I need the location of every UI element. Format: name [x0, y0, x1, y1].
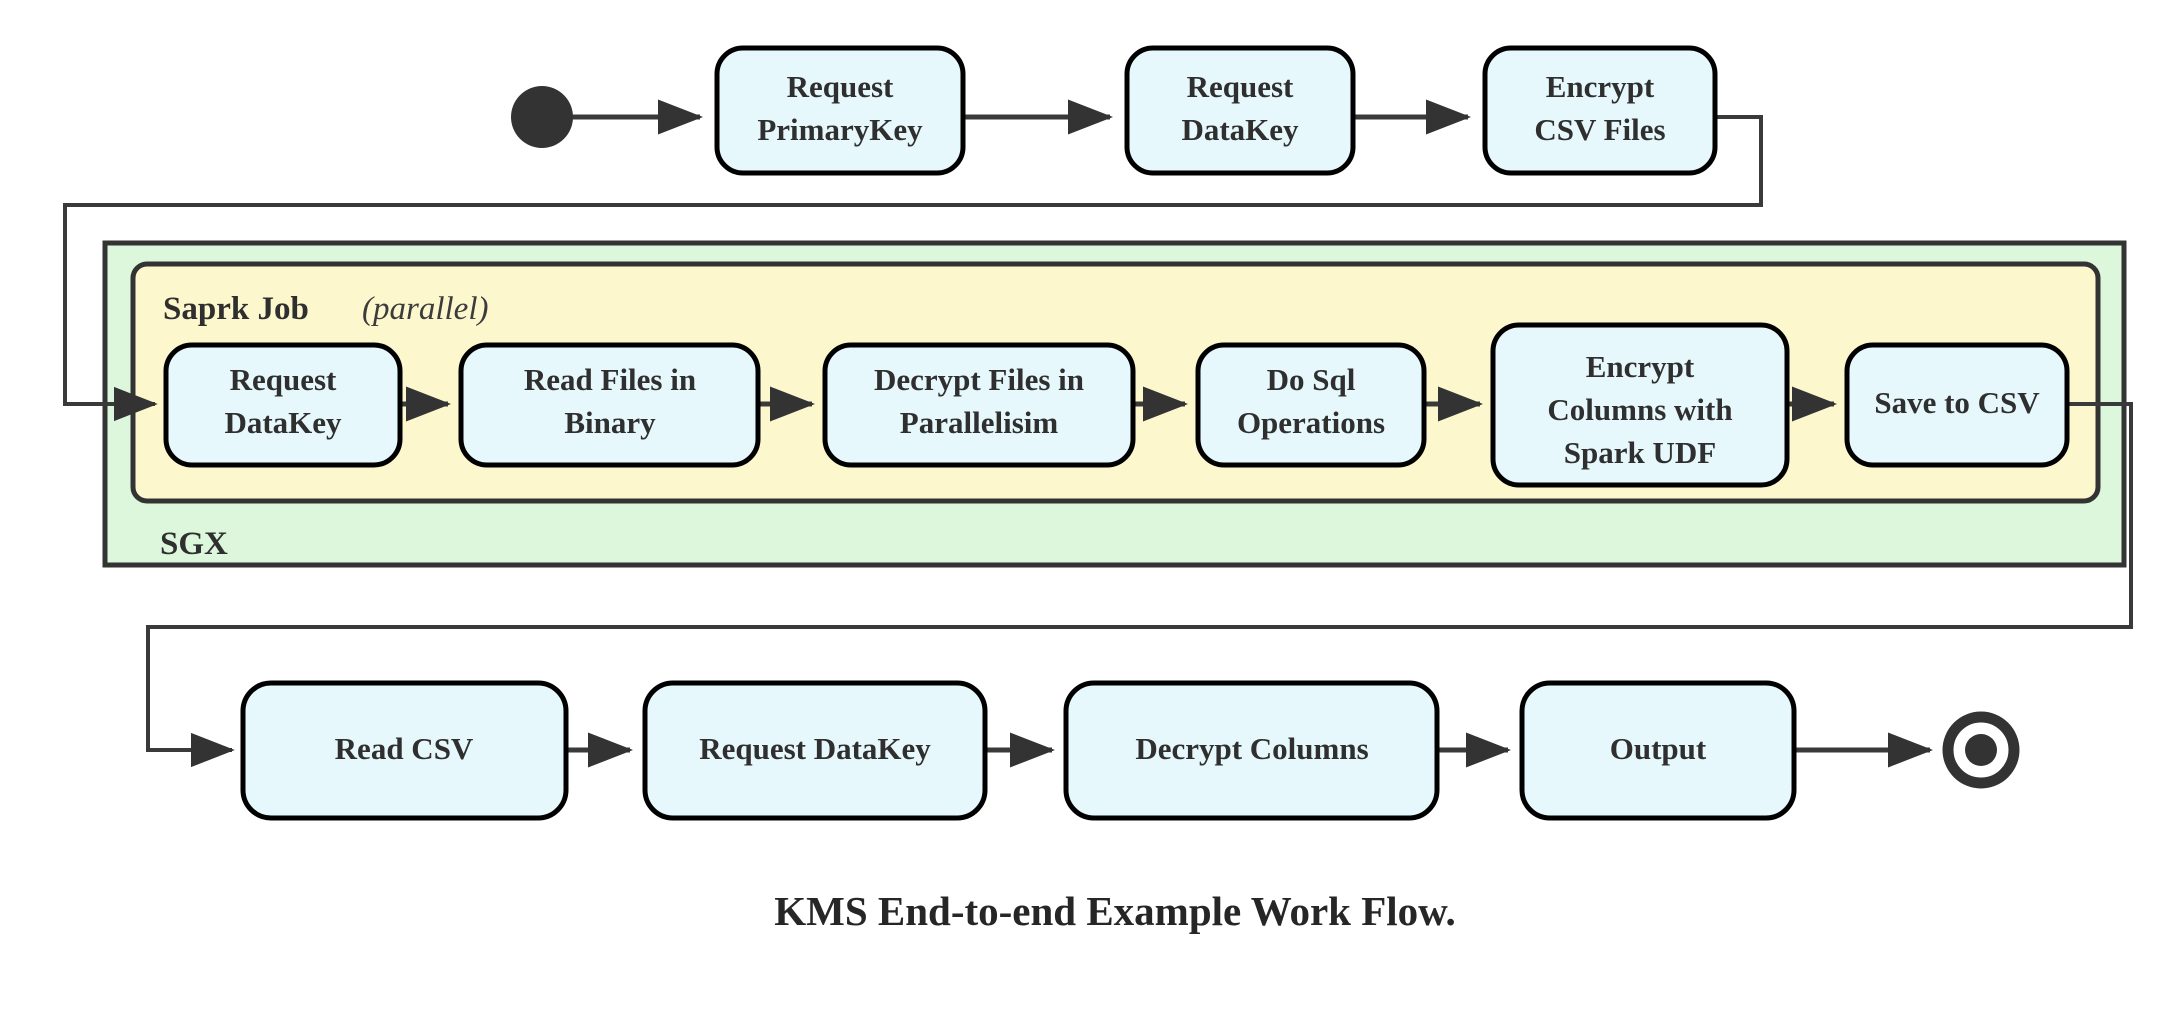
node-output-line-1: Output: [1610, 731, 1707, 766]
node-decrypt-files-in-parallelisim-rect[interactable]: [822, 342, 1136, 468]
node-read-files-in-binary[interactable]: Read Files in Binary: [458, 342, 761, 468]
node-request-datakey-spark-rect[interactable]: [163, 342, 403, 468]
node-save-to-csv[interactable]: Save to CSV: [1844, 342, 2070, 468]
node-read-csv-line-1: Read CSV: [335, 731, 474, 766]
node-encrypt-columns-with-spark-udf-rect[interactable]: [1490, 322, 1790, 488]
edge-group: [63, 99, 2133, 768]
node-do-sql-operations-line-2: Operations: [1237, 405, 1385, 440]
sgx-group-label: SGX: [160, 526, 228, 562]
node-do-sql-operations-line-1: Do Sql: [1267, 362, 1356, 397]
node-decrypt-files-in-parallelisim-line-2: Parallelisim: [900, 405, 1059, 440]
node-encrypt-columns-with-spark-udf-line-1: Encrypt: [1586, 349, 1695, 384]
node-decrypt-files-in-parallelisim[interactable]: Decrypt Files in Parallelisim: [822, 342, 1136, 468]
diagram-caption: KMS End-to-end Example Work Flow.: [774, 888, 1456, 934]
node-request-datakey-bottom-line-1: Request DataKey: [699, 731, 931, 766]
end-ring-icon: [1942, 711, 2020, 789]
edge-save-to-csv-to-read-csv: [146, 402, 2133, 768]
node-read-files-in-binary-line-1: Read Files in: [524, 362, 696, 397]
node-read-files-in-binary-rect[interactable]: [458, 342, 761, 468]
node-encrypt-csv-files-rect[interactable]: [1482, 45, 1718, 176]
node-request-datakey-spark-line-2: DataKey: [224, 405, 342, 440]
node-decrypt-files-in-parallelisim-line-1: Decrypt Files in: [874, 362, 1084, 397]
node-output[interactable]: Output: [1519, 680, 1797, 821]
node-encrypt-columns-with-spark-udf[interactable]: Encrypt Columns with Spark UDF: [1490, 322, 1790, 488]
node-decrypt-columns-line-1: Decrypt Columns: [1135, 731, 1368, 766]
node-encrypt-csv-files-line-2: CSV Files: [1534, 112, 1665, 147]
spark-job-group-label: Saprk Job: [163, 291, 309, 327]
node-save-to-csv-line-1: Save to CSV: [1874, 385, 2040, 420]
node-request-datakey-bottom[interactable]: Request DataKey: [642, 680, 988, 821]
node-request-datakey-spark[interactable]: Request DataKey: [163, 342, 403, 468]
end-dot-icon: [1965, 734, 1997, 766]
node-encrypt-columns-with-spark-udf-line-2: Columns with: [1547, 392, 1732, 427]
node-request-primarykey[interactable]: Request PrimaryKey: [714, 45, 966, 176]
node-request-datakey-bottom-rect[interactable]: [642, 680, 988, 821]
node-do-sql-operations[interactable]: Do Sql Operations: [1195, 342, 1427, 468]
node-request-datakey-top-line-1: Request: [1187, 69, 1294, 104]
node-decrypt-columns-rect[interactable]: [1063, 680, 1440, 821]
node-request-primarykey-line-1: Request: [787, 69, 894, 104]
node-request-primarykey-rect[interactable]: [714, 45, 966, 176]
node-read-csv-rect[interactable]: [240, 680, 569, 821]
node-request-datakey-top-line-2: DataKey: [1181, 112, 1299, 147]
node-encrypt-csv-files-line-1: Encrypt: [1546, 69, 1655, 104]
node-request-datakey-top[interactable]: Request DataKey: [1124, 45, 1356, 176]
node-decrypt-columns[interactable]: Decrypt Columns: [1063, 680, 1440, 821]
node-encrypt-columns-with-spark-udf-line-3: Spark UDF: [1564, 435, 1716, 470]
node-request-datakey-spark-line-1: Request: [230, 362, 337, 397]
node-encrypt-csv-files[interactable]: Encrypt CSV Files: [1482, 45, 1718, 176]
node-save-to-csv-rect[interactable]: [1844, 342, 2070, 468]
node-request-datakey-top-rect[interactable]: [1124, 45, 1356, 176]
node-read-csv[interactable]: Read CSV: [240, 680, 569, 821]
node-read-files-in-binary-line-2: Binary: [564, 405, 656, 440]
start-circle-icon: [511, 86, 573, 148]
start-node: [511, 86, 573, 148]
edge-encrypt-csv-to-spark-request-datakey: [63, 115, 1763, 422]
end-node: [1942, 711, 2020, 789]
spark-job-group-label-suffix: (parallel): [362, 291, 488, 327]
node-do-sql-operations-rect[interactable]: [1195, 342, 1427, 468]
node-output-rect[interactable]: [1519, 680, 1797, 821]
node-request-primarykey-line-2: PrimaryKey: [757, 112, 923, 147]
